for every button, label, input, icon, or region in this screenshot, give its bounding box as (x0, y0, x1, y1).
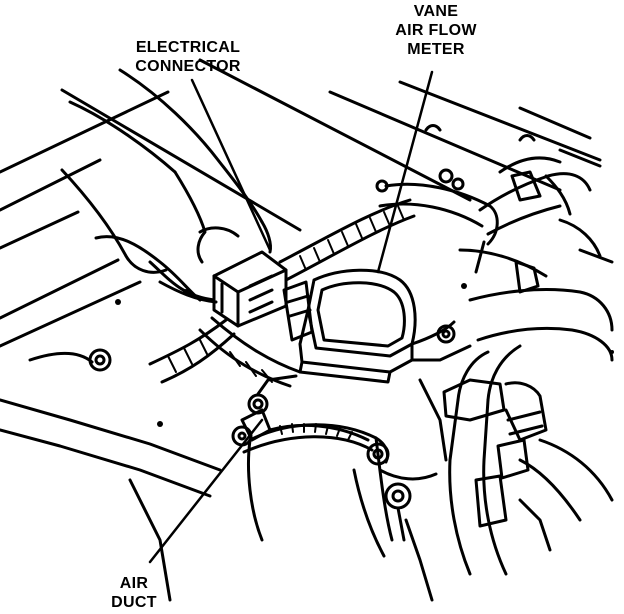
intake-hose (378, 156, 592, 274)
hand (60, 68, 272, 304)
air-duct-label-line1: AIR (119, 575, 149, 592)
vane-air-flow-meter-label-line3: METER (407, 41, 465, 58)
harness-wraps (167, 205, 405, 383)
vane-air-flow-meter-label-line2: AIR FLOW (395, 22, 477, 39)
small-holes (115, 283, 614, 427)
air-duct-part (240, 408, 394, 558)
right-side-hoses (442, 248, 614, 576)
air-duct-label-line2: DUCT (111, 594, 157, 611)
electrical-connector-part (212, 250, 288, 328)
leader-lines (148, 70, 434, 564)
engine-bay-details (0, 124, 614, 602)
vane-air-flow-meter-label: VANE AIR FLOW METER (366, 2, 506, 59)
bolts (88, 168, 465, 542)
electrical-connector-label-line1: ELECTRICAL (135, 39, 241, 56)
duct-clamp-teeth (279, 423, 353, 441)
electrical-connector-label: ELECTRICAL CONNECTOR (118, 38, 258, 76)
vane-air-flow-meter-label-line1: VANE (413, 3, 459, 20)
fender-panel (0, 58, 602, 348)
air-flow-meter-part (282, 268, 456, 384)
electrical-connector-label-line2: CONNECTOR (135, 58, 241, 75)
air-duct-label: AIR DUCT (94, 574, 174, 612)
